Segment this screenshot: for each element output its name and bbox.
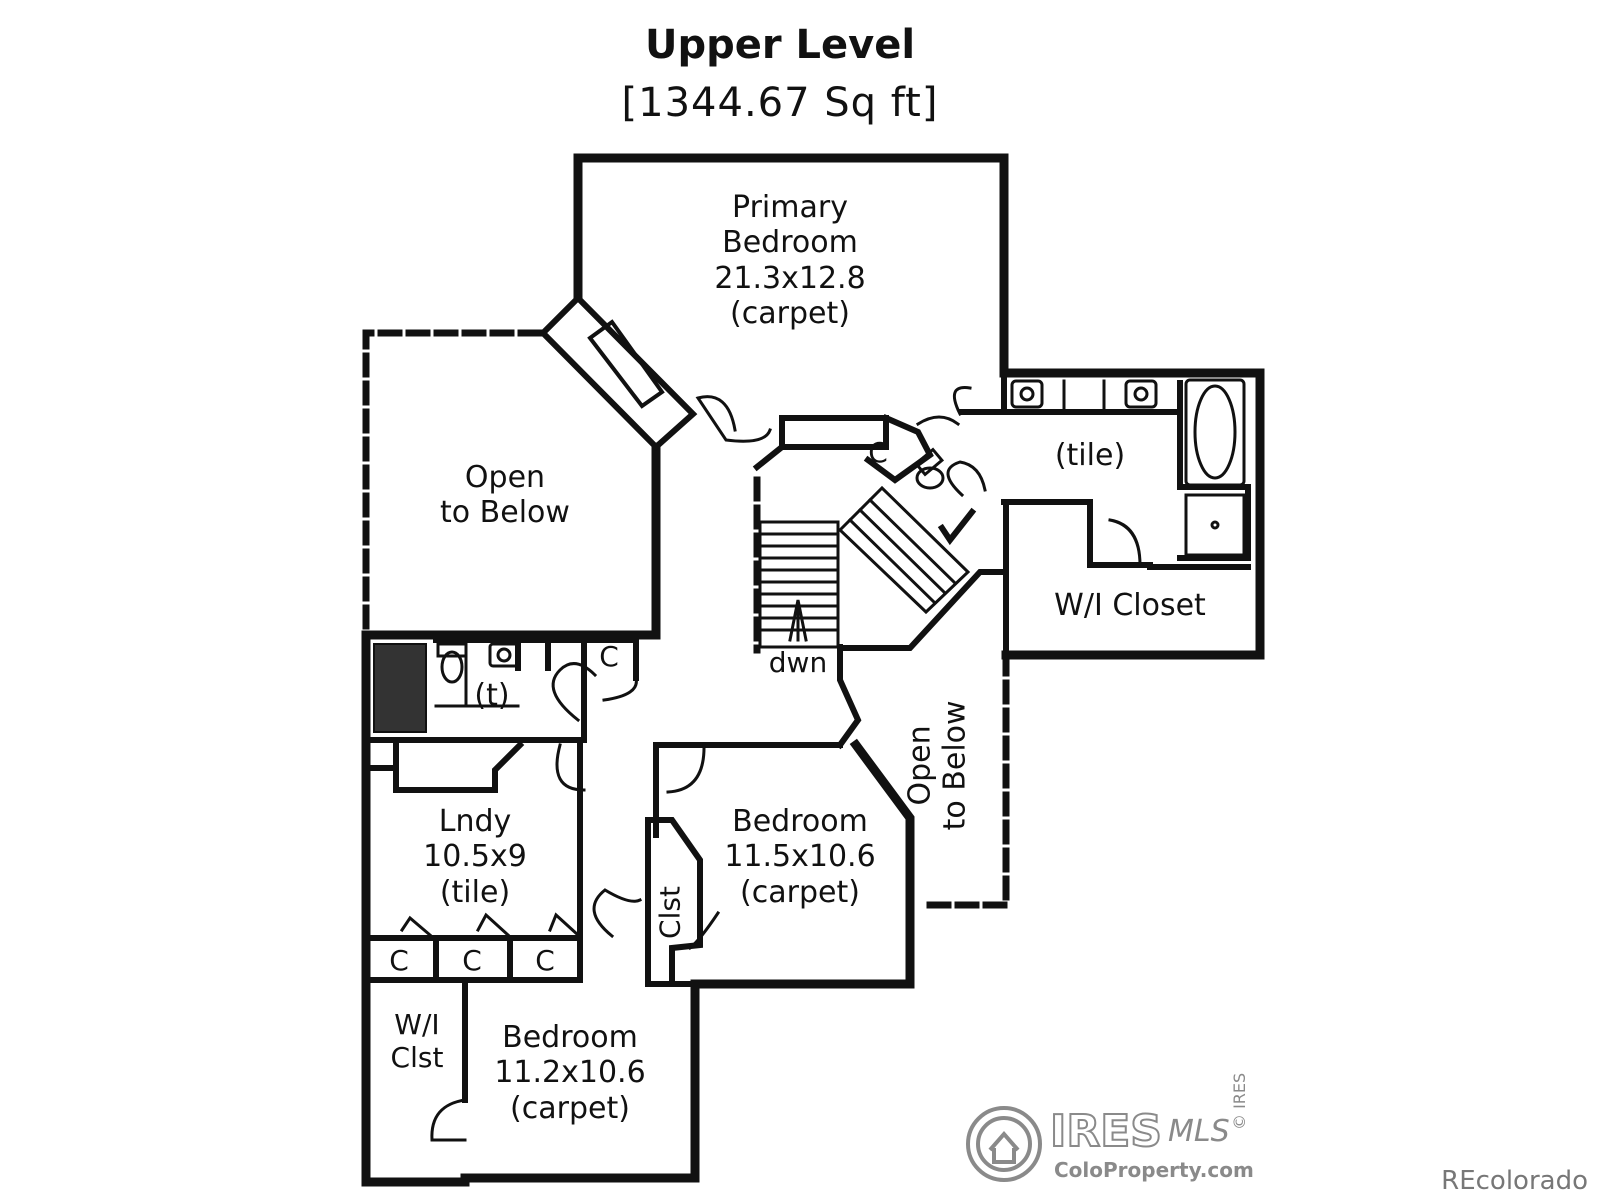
room-laundry: Lndy 10.5x9 (tile) <box>423 804 527 910</box>
room-bedroom-lower: Bedroom 11.2x10.6 (carpet) <box>494 1020 646 1126</box>
stairs-diagonal <box>837 485 971 615</box>
coloproperty-site: ColoProperty.com <box>1054 1158 1254 1182</box>
closet-mark-3: C <box>535 944 555 977</box>
open-to-below-left: Open to Below <box>440 460 570 531</box>
stairs-down-label: dwn <box>768 646 828 679</box>
room-wi-closet: W/I Closet <box>1054 588 1206 623</box>
closet-mark-1: C <box>389 944 409 977</box>
open-to-below-edges <box>362 329 1010 909</box>
room-primary-bedroom: Primary Bedroom 21.3x12.8 (carpet) <box>714 190 866 332</box>
ires-brand: IRES <box>1049 1105 1163 1158</box>
closet-vertical-label: Clst <box>653 886 687 939</box>
plan-title: Upper Level <box>644 22 916 68</box>
ires-brand-suffix: MLS <box>1168 1114 1230 1149</box>
recolorado-watermark: REcolorado <box>1441 1166 1588 1196</box>
plan-area: [1344.67 Sq ft] <box>621 80 939 126</box>
ires-side-mark: © IRES <box>1230 1072 1249 1130</box>
room-half-bath-label: (t) <box>474 678 510 713</box>
closet-mark-hall: C <box>599 640 619 673</box>
room-bedroom-middle: Bedroom 11.5x10.6 (carpet) <box>724 804 876 910</box>
ires-logo-icon <box>966 1106 1042 1182</box>
open-to-below-right: Open to Below <box>902 700 973 831</box>
closet-mark-bath: C <box>868 436 888 469</box>
closet-mark-2: C <box>462 944 482 977</box>
exterior-walls <box>361 153 1265 1187</box>
door-swings <box>399 386 1142 1142</box>
bath-fixtures <box>373 378 1246 733</box>
fireplace <box>538 293 698 452</box>
room-master-bath-label: (tile) <box>1054 438 1126 473</box>
stairs-straight <box>758 520 840 649</box>
room-wi-clst: W/I Clst <box>390 1008 444 1075</box>
